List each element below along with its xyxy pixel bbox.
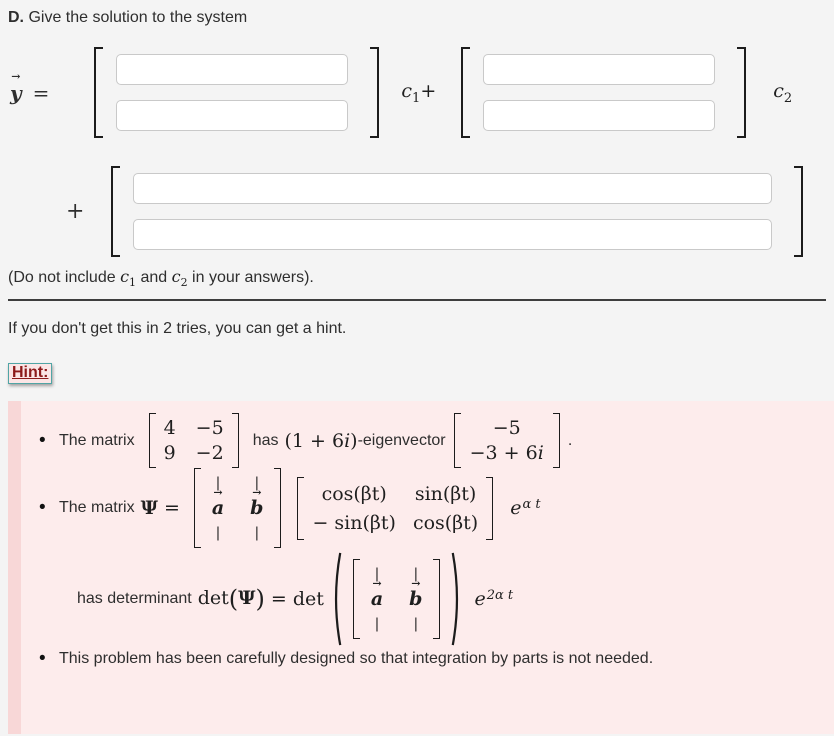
bracket-left xyxy=(352,559,360,640)
eigenvector-matrix: −5 −3 + 6i xyxy=(453,413,560,469)
column-vectors-matrix: | | a b | | xyxy=(352,559,441,640)
bracket-left xyxy=(193,468,201,549)
bracket-left xyxy=(461,47,471,138)
bracket-left xyxy=(111,166,121,257)
hint-bullet-no-integration: • This problem has been carefully design… xyxy=(33,648,826,670)
vector-a-symbol: a xyxy=(212,497,224,519)
equation-row-1: y = c1+ c2 xyxy=(10,47,834,138)
answer-matrix-1 xyxy=(94,47,380,138)
problem-title: D. Give the solution to the system xyxy=(0,0,834,27)
answer-input-4[interactable] xyxy=(483,100,716,131)
det-psi-expression: det(Ψ) xyxy=(197,585,265,614)
answer-input-1[interactable] xyxy=(116,54,349,85)
answer-input-2[interactable] xyxy=(116,100,349,131)
bracket-left xyxy=(453,413,461,469)
coefficient-c1: c1+ xyxy=(401,79,437,106)
bracket-left xyxy=(94,47,104,138)
y-vector-symbol: y xyxy=(10,81,22,105)
hint-bullet-psi-matrix: • The matrix Ψ = | | a b | | xyxy=(33,468,826,648)
section-divider xyxy=(8,299,826,302)
bracket-right xyxy=(794,166,804,257)
bracket-right xyxy=(737,47,747,138)
c2-symbol: c2 xyxy=(171,267,188,290)
bracket-right xyxy=(552,413,560,469)
instruction-note: (Do not include c1 and c2 in your answer… xyxy=(8,267,314,290)
bracket-right xyxy=(433,559,441,640)
answer-input-3[interactable] xyxy=(483,54,716,85)
big-paren-right xyxy=(450,550,463,648)
answer-matrix-3 xyxy=(111,166,804,257)
bracket-right xyxy=(370,47,380,138)
hint-intro-text: If you don't get this in 2 tries, you ca… xyxy=(8,320,347,338)
plus-sign: + xyxy=(66,199,85,224)
vector-a-symbol: a xyxy=(371,588,383,610)
c1-symbol: c1 xyxy=(120,267,137,290)
bracket-left xyxy=(148,413,156,469)
rotation-matrix: cos(βt) sin(βt) − sin(βt) cos(βt) xyxy=(297,476,494,540)
hint-link[interactable]: Hint: xyxy=(8,363,53,385)
answer-input-5[interactable] xyxy=(133,173,773,204)
problem-title-text: Give the solution to the system xyxy=(28,9,248,26)
bullet-marker-icon: • xyxy=(39,648,46,670)
coefficient-c2: c2 xyxy=(773,79,793,106)
matrix-A: 4 −5 9 −2 xyxy=(148,413,239,469)
bracket-right xyxy=(274,468,282,549)
eigenvector-row2: −3 + 6i xyxy=(469,442,544,465)
answer-matrix-2 xyxy=(461,47,747,138)
problem-part-label: D. xyxy=(8,9,24,26)
equals-sign: = xyxy=(32,80,50,105)
eigenvalue-expression: (1 + 6i) xyxy=(284,429,358,452)
vector-b-symbol: b xyxy=(250,497,263,519)
answer-input-6[interactable] xyxy=(133,219,773,250)
determinant-line: has determinant det(Ψ) = det | | a b xyxy=(77,550,826,648)
equation-row-2: + xyxy=(66,166,834,257)
column-vectors-matrix: | | a b | | xyxy=(193,468,282,549)
bullet-marker-icon: • xyxy=(39,497,46,519)
bracket-right xyxy=(231,413,239,469)
bullet-marker-icon: • xyxy=(39,429,46,451)
big-paren-left xyxy=(330,550,343,648)
psi-symbol: Ψ xyxy=(140,497,158,520)
hint-box: • The matrix 4 −5 9 −2 has (1 + 6i) xyxy=(8,401,834,735)
bracket-left xyxy=(297,476,305,540)
hint-bullet-eigenvector: • The matrix 4 −5 9 −2 has (1 + 6i) xyxy=(33,413,826,469)
vector-b-symbol: b xyxy=(409,588,422,610)
bracket-right xyxy=(486,476,494,540)
